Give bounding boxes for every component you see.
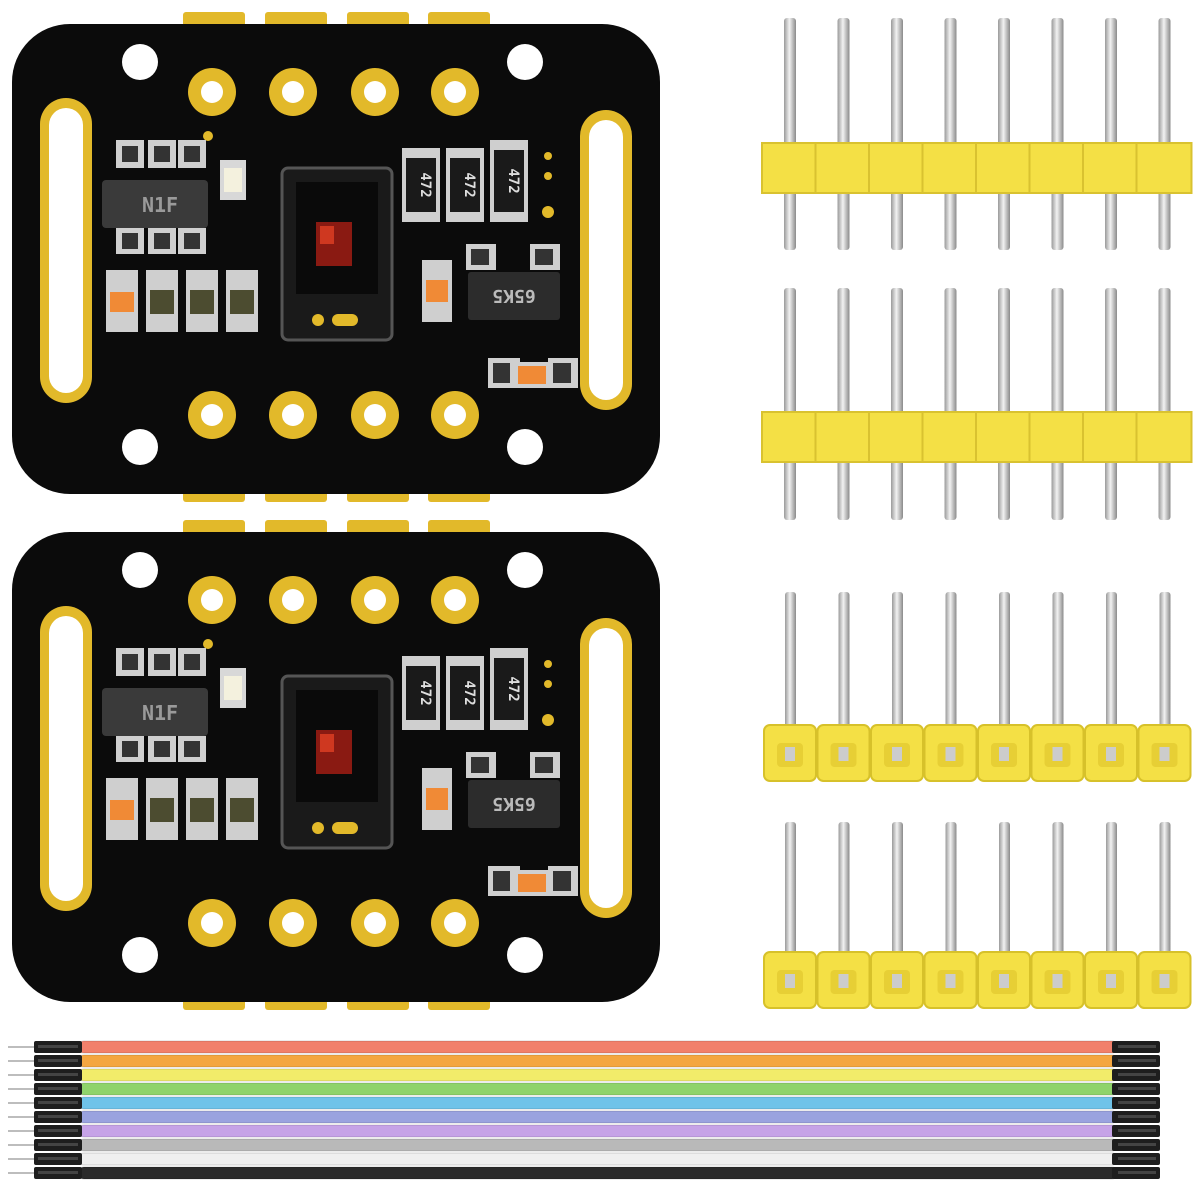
- jumper-wire: [77, 1054, 1119, 1068]
- header-pin: [1159, 822, 1171, 962]
- header-pin: [1105, 288, 1117, 520]
- sensor-board-2: [10, 518, 662, 1012]
- resistor-marking-3: 472: [505, 168, 521, 193]
- header-pin: [891, 288, 903, 520]
- jumper-wire: [77, 1096, 1119, 1110]
- header-pin: [945, 592, 957, 735]
- header-pin: [1052, 592, 1064, 735]
- header-pin: [1051, 18, 1064, 250]
- right-angle-header-strip: [763, 592, 1192, 782]
- header-pin: [999, 822, 1010, 962]
- resistor-marking-2: 472: [461, 172, 477, 197]
- header-plastic-block: [977, 724, 1031, 782]
- straight-header-strip: [761, 18, 1193, 250]
- dupont-connectors-left: [8, 1041, 82, 1179]
- jumper-wire: [77, 1082, 1119, 1096]
- header-plastic-block: [816, 724, 871, 782]
- jumper-wire: [77, 1152, 1119, 1166]
- header-plastic-block: [816, 951, 871, 1009]
- header-pin: [892, 592, 903, 735]
- optical-sensor-chip: [280, 166, 394, 342]
- header-plastic-block: [870, 724, 924, 782]
- header-pin: [944, 18, 957, 250]
- header-plastic-block: [923, 724, 978, 782]
- jumper-wire-bundle: [8, 1040, 1160, 1180]
- header-plastic-block: [1030, 951, 1085, 1009]
- through-holes-bottom: [188, 391, 479, 439]
- smd-caps-top-left: [116, 140, 246, 254]
- jumper-wire: [77, 1110, 1119, 1124]
- header-pin: [785, 592, 796, 735]
- header-pin: [1159, 592, 1171, 735]
- header-plastic-block: [1137, 951, 1192, 1009]
- jumper-wire: [77, 1040, 1119, 1054]
- header-plastic-block: [1084, 724, 1138, 782]
- header-pin: [891, 18, 903, 250]
- right-angle-header-strip: [763, 822, 1192, 1009]
- header-pin: [945, 822, 957, 962]
- right-angle-pin-headers: [763, 592, 1192, 1009]
- jumper-wire: [77, 1124, 1119, 1138]
- header-pin: [838, 592, 850, 735]
- jumper-wire: [77, 1068, 1119, 1082]
- header-pin: [1106, 822, 1117, 962]
- header-plastic-block: [1137, 724, 1192, 782]
- header-pin: [1158, 288, 1171, 520]
- header-plastic-block: [763, 951, 817, 1009]
- header-plastic-block: [763, 724, 817, 782]
- straight-header-strip: [761, 288, 1193, 520]
- header-plastic-block: [923, 951, 978, 1009]
- header-pin: [1052, 822, 1064, 962]
- header-pin: [1106, 592, 1117, 735]
- resistors-472: 472 472 472: [402, 140, 528, 222]
- sensor-board: N1F 472 472 472: [12, 12, 660, 502]
- strap-slots: [40, 98, 632, 410]
- regulator: 65K5: [468, 272, 560, 320]
- header-pin: [998, 288, 1010, 520]
- jumper-wire: [77, 1166, 1119, 1180]
- header-pin: [837, 18, 850, 250]
- vias: [203, 131, 554, 218]
- header-pin: [1105, 18, 1117, 250]
- straight-pin-headers: [761, 18, 1193, 520]
- header-pin: [838, 822, 850, 962]
- header-pin: [837, 288, 850, 520]
- header-pin: [892, 822, 903, 962]
- header-plastic-block: [870, 951, 924, 1009]
- jumper-wire: [77, 1138, 1119, 1152]
- header-plastic-block: [1084, 951, 1138, 1009]
- header-plastic-block: [977, 951, 1031, 1009]
- resistor-marking-1: 472: [417, 172, 433, 197]
- header-pin: [998, 18, 1010, 250]
- regulator-marking: 65K5: [492, 285, 535, 306]
- header-pin: [1158, 18, 1171, 250]
- header-pin: [999, 592, 1010, 735]
- header-plastic-block: [1030, 724, 1085, 782]
- header-pin: [784, 288, 796, 520]
- inductor: N1F: [102, 180, 208, 228]
- header-pin: [944, 288, 957, 520]
- header-plastic-body: [761, 411, 1193, 463]
- through-holes-top: [188, 68, 479, 116]
- dupont-connectors-right: [1112, 1041, 1160, 1179]
- header-pin: [1051, 288, 1064, 520]
- header-pin: [784, 18, 796, 250]
- inductor-marking: N1F: [142, 193, 178, 217]
- smd-parts-right: [422, 244, 578, 388]
- header-plastic-body: [761, 142, 1193, 194]
- smd-caps-bottom-left: [106, 270, 258, 332]
- mounting-holes: [122, 44, 543, 465]
- header-pin: [785, 822, 796, 962]
